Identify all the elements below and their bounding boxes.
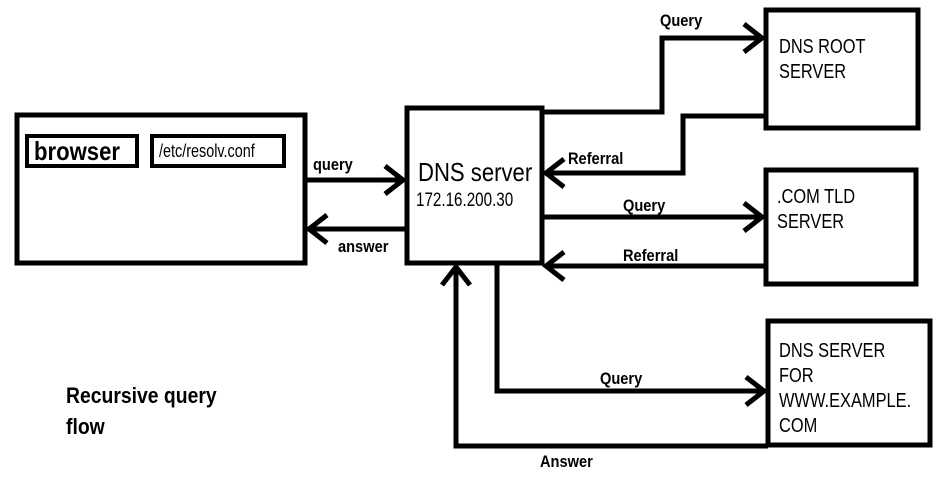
caption-line-1: Recursive query [66, 383, 217, 408]
tld-query-label: Query [623, 196, 666, 215]
dns-root-server-box [763, 7, 921, 131]
dns-server-ip: 172.16.200.30 [416, 190, 514, 211]
example-query-label: Query [600, 369, 643, 388]
dns-server-title: DNS server [418, 157, 533, 187]
root-server-line-1: DNS ROOT [779, 36, 866, 58]
example-answer-arrow [440, 262, 768, 449]
browser-label-box [25, 134, 139, 168]
tld-server-line-2: SERVER [777, 211, 845, 233]
example-server-line-4: COM [779, 415, 818, 437]
root-query-arrow [542, 22, 767, 115]
root-referral-label: Referral [568, 149, 624, 168]
browser-box [14, 112, 308, 266]
example-server-line-3: WWW.EXAMPLE. [779, 390, 912, 412]
resolv-conf-label: /etc/resolv.conf [159, 141, 255, 161]
example-server-line-1: DNS SERVER [779, 340, 886, 362]
resolv-conf-box [150, 134, 286, 168]
example-server-line-2: FOR [779, 365, 814, 387]
tld-server-line-1: .COM TLD [777, 186, 856, 208]
caption-line-2: flow [66, 414, 105, 439]
example-query-arrow [494, 263, 769, 407]
browser-answer-label: answer [338, 237, 389, 256]
browser-query-label: query [313, 155, 353, 174]
tld-referral-label: Referral [623, 246, 679, 265]
root-server-line-2: SERVER [779, 61, 847, 83]
example-answer-label: Answer [540, 452, 593, 471]
root-referral-arrow [541, 113, 766, 189]
root-query-label: Query [660, 11, 703, 30]
browser-label: browser [34, 136, 120, 166]
